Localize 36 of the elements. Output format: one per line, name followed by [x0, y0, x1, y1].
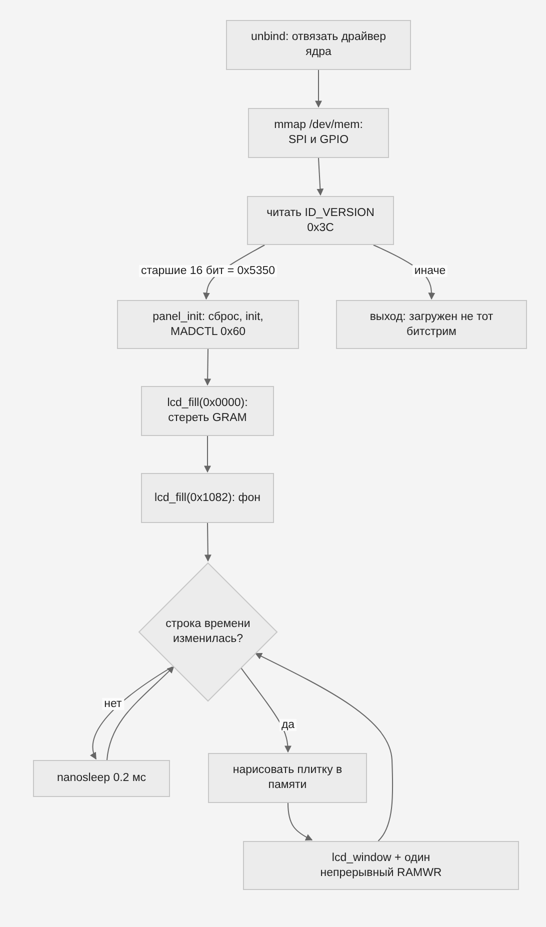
- node-text: unbind: отвязать драйвер ядра: [250, 30, 388, 60]
- arrow: [287, 802, 313, 840]
- arrow: [316, 158, 324, 196]
- arrow: [240, 667, 292, 753]
- process-box: [243, 841, 519, 890]
- arrow: [90, 666, 173, 760]
- arrow: [204, 522, 212, 562]
- edge-label: старшие 16 бит = 0x5350: [138, 265, 278, 277]
- process-box: [33, 760, 170, 797]
- process-box: [248, 108, 389, 158]
- process-box: [117, 300, 299, 349]
- node-text: lcd_fill(0x0000): стереть GRAM: [166, 396, 249, 426]
- node-text: выход: загружен не тот битстрим: [368, 310, 494, 340]
- node-text: строка времени изменилась?: [164, 617, 252, 647]
- edge-label: нет: [102, 698, 124, 710]
- arrow: [106, 666, 174, 760]
- edge-label: иначе: [412, 265, 448, 277]
- arrow: [254, 652, 394, 842]
- node-text: mmap /dev/mem: SPI и GPIO: [273, 118, 364, 148]
- edge-label: да: [279, 719, 297, 731]
- node-text: nanosleep 0.2 мс: [56, 771, 146, 786]
- arrow: [315, 70, 322, 108]
- process-box: [226, 20, 411, 70]
- node-text: lcd_fill(0x1082): фон: [154, 490, 260, 506]
- process-box: [247, 196, 394, 245]
- arrow: [204, 348, 212, 386]
- node-text: panel_init: сброс, init, MADCTL 0x60: [152, 310, 264, 340]
- node-text: нарисовать плитку в памяти: [232, 763, 344, 793]
- decision-diamond: [138, 562, 278, 702]
- process-box: [208, 753, 367, 803]
- process-box: [141, 473, 274, 523]
- arrow: [204, 436, 211, 473]
- node-text: lcd_window + один непрерывный RAMWR: [319, 850, 443, 880]
- process-box: [141, 386, 274, 436]
- node-text: читать ID_VERSION 0x3C: [266, 206, 376, 236]
- process-box: [336, 300, 527, 349]
